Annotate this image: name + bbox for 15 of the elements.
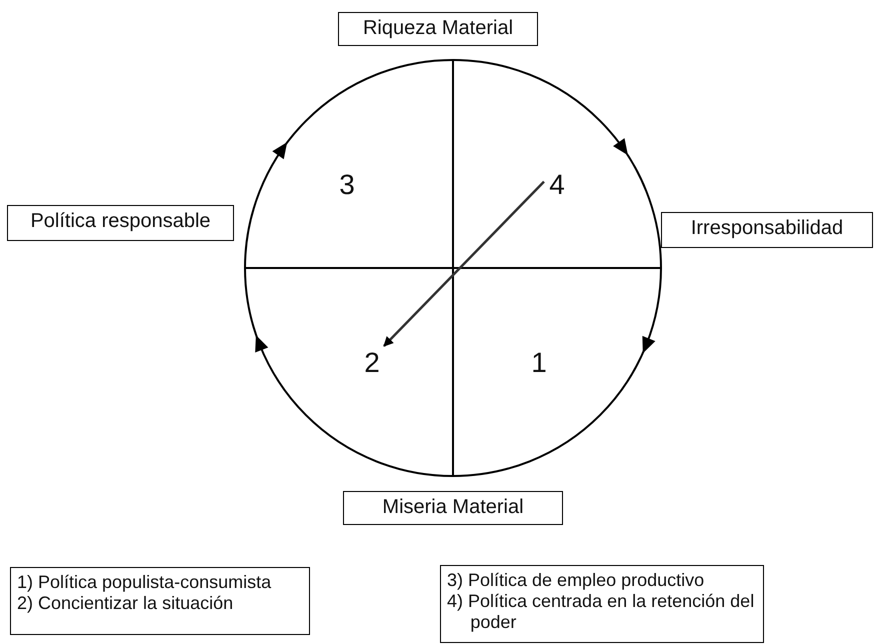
quadrant-number: 1 — [530, 346, 548, 380]
quadrant-number: 4 — [544, 168, 570, 202]
quadrant-number: 2 — [360, 346, 384, 380]
label-box: Política responsable — [7, 205, 234, 241]
quadrant-number: 3 — [338, 168, 356, 202]
label-box: Miseria Material — [343, 491, 563, 525]
arrow — [383, 180, 545, 347]
legend-item: 3) Política de empleo productivo — [447, 570, 706, 591]
legend-box — [440, 565, 764, 643]
legend-box — [10, 567, 310, 635]
label-box: Irresponsabilidad — [661, 212, 873, 248]
legend-item: 4) Política centrada en la retención del poder — [447, 591, 756, 633]
legend-item: 1) Política populista-consumista — [17, 572, 272, 593]
legend-item: 2) Concientizar la situación — [17, 593, 234, 614]
label-box: Riqueza Material — [338, 12, 538, 46]
